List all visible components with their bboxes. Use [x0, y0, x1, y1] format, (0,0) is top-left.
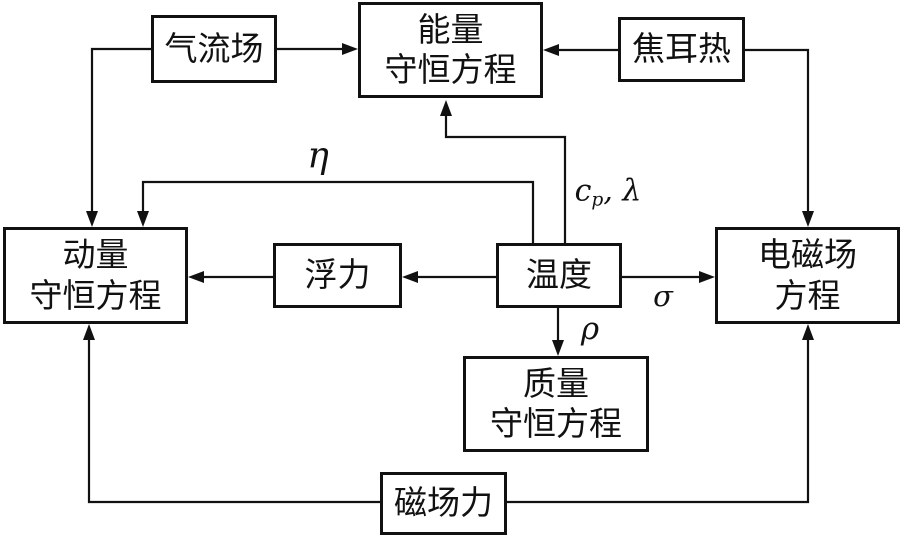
edge-label-sigma: σ [653, 279, 673, 313]
node-em-field-equation: 电磁场 方程 [715, 227, 900, 324]
edge-label-eta: η [307, 135, 329, 177]
node-momentum-conservation-line2: 守恒方程 [29, 275, 162, 315]
edge-label-cp-sub: p [591, 189, 604, 211]
node-momentum-conservation-line1: 动量 [62, 235, 129, 275]
edge-label-cp-base: c [574, 173, 592, 209]
node-momentum-conservation: 动量 守恒方程 [3, 227, 188, 324]
node-joule-heat: 焦耳热 [618, 17, 745, 82]
arrow-joule-to-energy [543, 44, 618, 56]
node-joule-heat-label: 焦耳热 [632, 29, 731, 69]
arrow-temperature-to-buoyancy [402, 271, 496, 283]
arrow-temperature-rho-to-mass [552, 308, 564, 356]
node-temperature-label: 温度 [526, 255, 592, 295]
node-mass-conservation-line2: 守恒方程 [490, 404, 622, 443]
arrow-temperature-cp-lambda-to-energy [440, 100, 567, 243]
node-buoyancy-label: 浮力 [304, 255, 371, 295]
edge-label-cp-lambda: cp, λ [574, 173, 642, 211]
node-energy-conservation-line2: 守恒方程 [384, 50, 517, 89]
edge-label-rho: ρ [580, 311, 600, 347]
node-buoyancy: 浮力 [273, 243, 402, 308]
arrow-temperature-eta-to-momentum [137, 180, 535, 243]
arrow-magforce-to-momentum [83, 324, 380, 504]
arrow-airflow-to-energy [277, 43, 358, 55]
node-energy-conservation-line1: 能量 [417, 9, 484, 49]
node-temperature: 温度 [496, 243, 622, 308]
node-em-field-equation-line1: 电磁场 [758, 235, 857, 275]
arrow-airflow-to-momentum [86, 47, 151, 227]
node-magnetic-force-label: 磁场力 [394, 483, 493, 523]
node-mass-conservation: 质量 守恒方程 [463, 356, 649, 452]
arrow-magforce-to-emfield [507, 324, 814, 504]
edge-label-cp-rest: , λ [603, 173, 642, 209]
arrow-buoyancy-to-momentum [188, 271, 273, 283]
node-mass-conservation-line1: 质量 [523, 363, 589, 403]
node-energy-conservation: 能量 守恒方程 [358, 2, 543, 98]
arrow-temperature-sigma-to-emfield [622, 271, 715, 283]
node-em-field-equation-line2: 方程 [774, 275, 841, 315]
arrow-joule-to-emfield [745, 48, 814, 227]
node-airflow-field: 气流场 [151, 15, 277, 83]
node-magnetic-force: 磁场力 [380, 472, 507, 535]
node-airflow-field-label: 气流场 [164, 28, 264, 68]
